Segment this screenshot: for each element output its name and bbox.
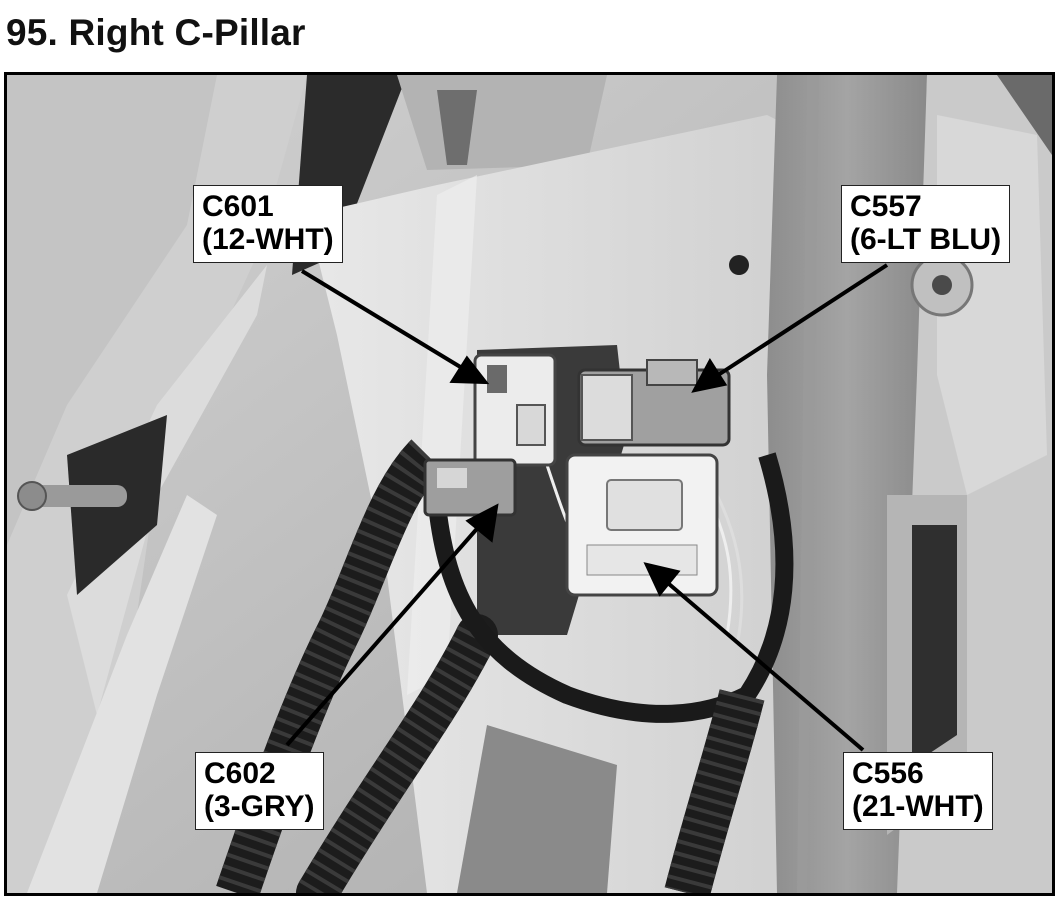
- connector-spec: (6-LT BLU): [850, 223, 1002, 256]
- callout-c602: C602 (3-GRY): [195, 752, 324, 830]
- connector-id: C556: [852, 757, 924, 790]
- callout-c556: C556 (21-WHT): [843, 752, 993, 830]
- callout-c557: C557 (6-LT BLU): [841, 185, 1011, 263]
- page-title: 95. Right C-Pillar: [6, 12, 306, 53]
- connector-id: C601: [202, 190, 274, 223]
- connector-spec: (3-GRY): [204, 790, 315, 823]
- connector-id: C602: [204, 757, 276, 790]
- connector-id: C557: [850, 190, 922, 223]
- callout-c601: C601 (12-WHT): [193, 185, 343, 263]
- connector-spec: (21-WHT): [852, 790, 984, 823]
- connector-spec: (12-WHT): [202, 223, 334, 256]
